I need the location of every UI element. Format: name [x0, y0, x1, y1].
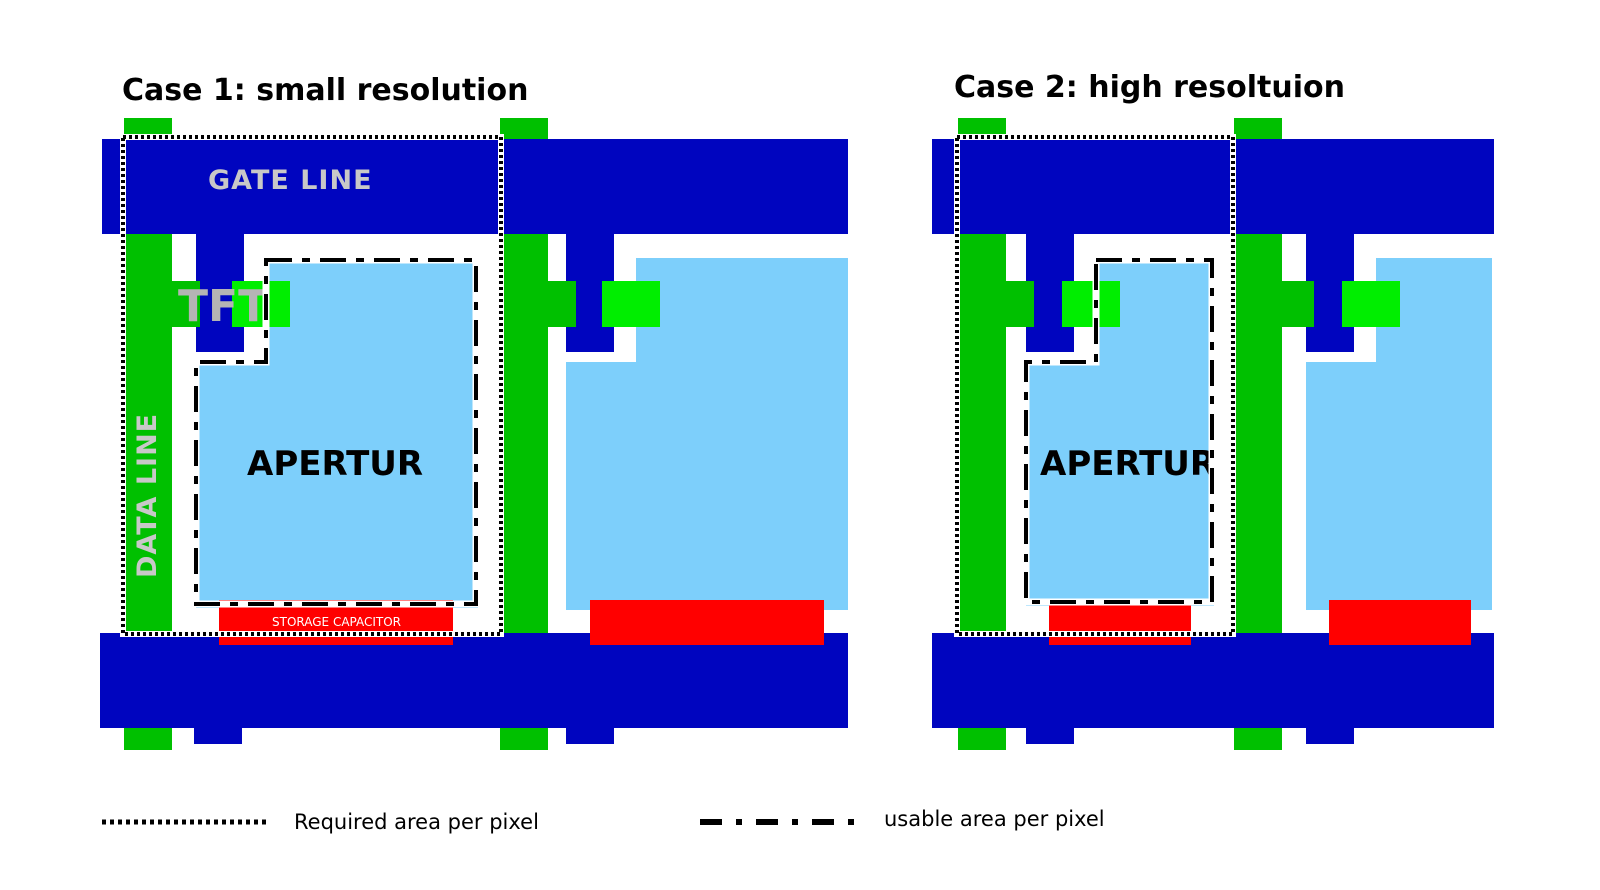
legend-required-label: Required area per pixel — [294, 810, 539, 834]
case1-required-area-outline — [120, 134, 504, 637]
case2-tft-drain-right — [1342, 281, 1400, 327]
case2-aperture-right — [1306, 258, 1492, 610]
case1-panel: Case 1: small resolution GATE LINE DATA … — [100, 73, 848, 750]
case2-gate-line-bottom — [932, 633, 1494, 728]
data-line-label: DATA LINE — [132, 413, 163, 578]
case2-panel: Case 2: high resoltuion APERTUR — [932, 70, 1494, 750]
case1-usable-area-outline — [192, 256, 480, 608]
case1-title: Case 1: small resolution — [122, 73, 528, 108]
case2-usable-area-outline — [1022, 256, 1216, 606]
gate-line-label: GATE LINE — [208, 165, 373, 196]
case1-tft-source-right — [546, 281, 576, 327]
case2-tft-source-left — [1004, 281, 1034, 327]
case2-gate-line-top — [932, 139, 1494, 234]
case1-tft-source-left — [170, 281, 200, 327]
case1-storage-capacitor-right — [590, 600, 824, 645]
case1-gate-tab-left — [194, 726, 242, 744]
case2-aperture-left — [1026, 258, 1214, 606]
case2-storage-capacitor-right — [1329, 600, 1471, 645]
case1-gate-line-bottom — [100, 633, 848, 728]
legend: Required area per pixel usable area per … — [102, 807, 1105, 834]
case1-gate-tab-right — [566, 726, 614, 744]
legend-usable-label: usable area per pixel — [884, 807, 1105, 831]
case2-storage-capacitor-left — [1049, 600, 1191, 645]
case2-tft-drain-left — [1062, 281, 1120, 327]
case1-aperture-label: APERTUR — [247, 444, 423, 484]
storage-capacitor-label: STORAGE CAPACITOR — [272, 615, 401, 629]
case1-aperture-right — [566, 258, 848, 610]
case2-tft-source-right — [1280, 281, 1314, 327]
case2-title: Case 2: high resoltuion — [954, 70, 1345, 105]
case2-gate-tab-left — [1026, 726, 1074, 744]
tft-label: TFT — [178, 281, 268, 332]
case1-gate-line-top — [102, 139, 848, 234]
case1-tft-drain-right — [602, 281, 660, 327]
case2-required-area-outline — [954, 134, 1236, 637]
case2-aperture-label: APERTUR — [1040, 444, 1216, 484]
case2-gate-tab-right — [1306, 726, 1354, 744]
case1-tft-drain-left — [232, 281, 290, 327]
